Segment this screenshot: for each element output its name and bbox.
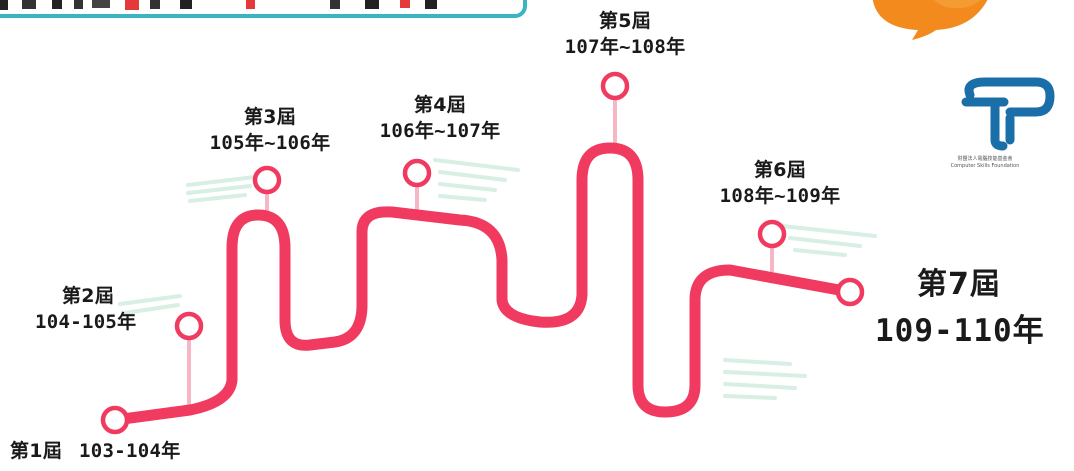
logo-caption-cn: 財團法人電腦技能基金會 <box>957 156 1013 162</box>
edition-7-range: 109-110年 <box>875 313 1045 349</box>
milestone-markers <box>100 71 865 435</box>
edition-4-title: 第4屆 <box>413 94 467 116</box>
edition-2-title: 第2屆 <box>62 285 115 307</box>
milestone-circle-2 <box>174 311 204 341</box>
logo-caption-en: Computer Skills Foundation <box>950 163 1020 169</box>
edition-7-label: 第7屆 109-110年 <box>875 265 1045 351</box>
edition-2-range: 104-105年 <box>35 311 137 333</box>
edition-2-label: 第2屆 104-105年 <box>35 283 136 335</box>
milestone-circle-5 <box>600 71 630 101</box>
milestone-circle-7 <box>835 277 865 307</box>
edition-6-range: 108年~109年 <box>719 185 841 207</box>
logo-caption: 財團法人電腦技能基金會 Computer Skills Foundation <box>948 156 1022 170</box>
edition-4-label: 第4屆 106年~107年 <box>360 92 520 144</box>
chat-bubble-icon <box>872 0 988 40</box>
edition-6-title: 第6屆 <box>753 159 807 181</box>
milestone-circle-3 <box>252 165 282 195</box>
milestone-circle-6 <box>757 219 787 249</box>
edition-3-range: 105年~106年 <box>209 132 331 154</box>
foundation-logo <box>961 77 1055 151</box>
header-banner <box>0 0 527 18</box>
edition-5-label: 第5屆 107年~108年 <box>545 8 705 60</box>
milestone-stems <box>187 100 774 410</box>
edition-5-range: 107年~108年 <box>564 36 686 58</box>
milestone-circle-1 <box>100 405 130 435</box>
timeline-path <box>109 142 856 426</box>
edition-3-label: 第3屆 105年~106年 <box>190 104 350 156</box>
edition-7-title: 第7屆 <box>917 267 1001 302</box>
milestone-circle-4 <box>402 158 432 188</box>
edition-1-label: 第1屆 103-104年 <box>10 438 181 464</box>
edition-3-title: 第3屆 <box>243 106 297 128</box>
edition-6-label: 第6屆 108年~109年 <box>700 157 860 209</box>
edition-1-title: 第1屆 <box>10 440 63 462</box>
edition-1-range: 103-104年 <box>79 440 181 462</box>
edition-4-range: 106年~107年 <box>379 120 501 142</box>
edition-5-title: 第5屆 <box>598 10 652 32</box>
decorative-stripes <box>118 158 877 400</box>
